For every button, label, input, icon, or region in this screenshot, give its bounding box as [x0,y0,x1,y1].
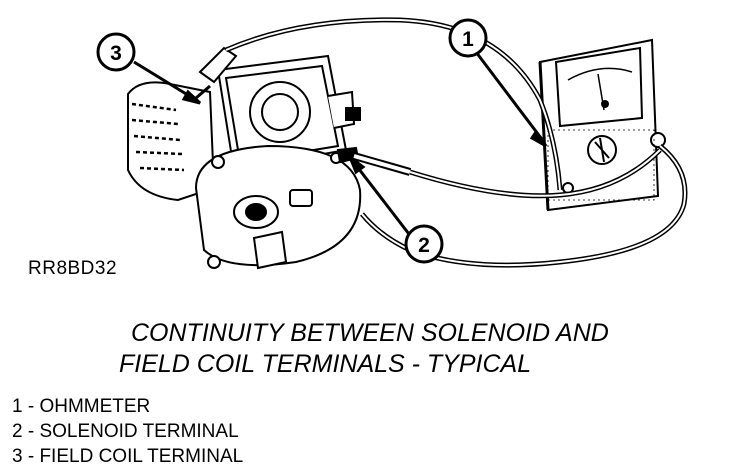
legend-item-field-coil-terminal: 3 - FIELD COIL TERMINAL [12,446,244,467]
caption-line-1: CONTINUITY BETWEEN SOLENOID AND [131,319,609,347]
callout-2: 2 [404,224,444,264]
callout-1: 1 [448,18,488,58]
ohmmeter-drawing [538,38,666,212]
legend: 1 - OHMMETER 2 - SOLENOID TERMINAL 3 - F… [12,394,243,469]
callout-3: 3 [96,32,136,72]
starter-motor-continuity-illustration: 3 1 2 [96,17,688,270]
callout-2-label: 2 [418,234,430,257]
starter-motor-drawing [127,46,362,270]
callout-leaders [133,51,548,239]
figure-code: RR8BD32 [28,258,118,279]
legend-item-solenoid-terminal: 2 - SOLENOID TERMINAL [12,421,239,442]
legend-item-ohmmeter: 1 - OHMMETER [12,396,151,417]
callout-3-label: 3 [110,42,122,65]
caption-line-2: FIELD COIL TERMINALS - TYPICAL [119,350,532,378]
callout-1-label: 1 [462,28,474,51]
